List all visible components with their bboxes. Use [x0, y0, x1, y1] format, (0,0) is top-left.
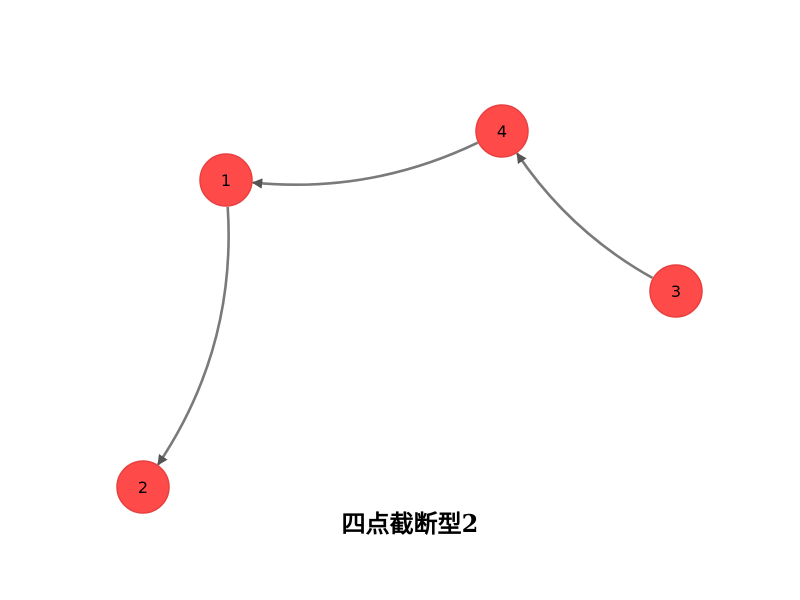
node-2-label: 2	[138, 478, 148, 497]
node-4-circle	[475, 104, 529, 158]
edges-layer	[156, 141, 654, 466]
node-3: 3	[649, 264, 703, 318]
node-1-label: 1	[221, 171, 231, 190]
node-4-label: 4	[497, 122, 507, 141]
edge-3-to-4	[515, 152, 654, 280]
node-2-circle	[116, 460, 170, 514]
node-4: 4	[475, 104, 529, 158]
edge-4-to-1	[251, 141, 479, 189]
node-3-label: 3	[671, 282, 681, 301]
edge-1-to-2	[156, 206, 230, 466]
node-1-circle	[199, 153, 253, 207]
nodes-layer: 1 2 3 4	[116, 104, 703, 514]
node-2: 2	[116, 460, 170, 514]
node-3-circle	[649, 264, 703, 318]
diagram-caption: 四点截断型2	[341, 509, 479, 538]
node-1: 1	[199, 153, 253, 207]
